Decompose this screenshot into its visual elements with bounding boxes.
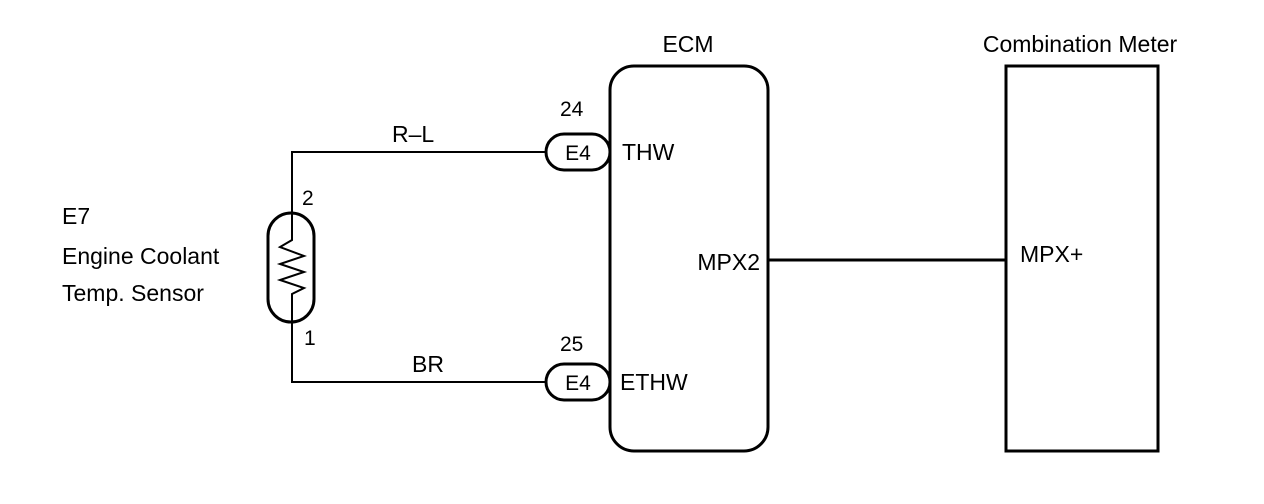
ecm-pin-ethw: ETHW (620, 369, 688, 395)
ecm-pin-mpx2: MPX2 (697, 249, 760, 275)
wire-top-color: R–L (392, 121, 434, 147)
coolant-temp-sensor (266, 211, 316, 324)
sensor-pin-top: 2 (302, 187, 314, 210)
connector-bottom-label: E4 (565, 372, 591, 395)
meter-title: Combination Meter (983, 31, 1178, 57)
connector-top-number: 24 (560, 98, 584, 121)
sensor-code: E7 (62, 203, 90, 229)
sensor-name-line1: Engine Coolant (62, 243, 220, 269)
combination-meter-block (1004, 64, 1160, 453)
ecm-pin-thw: THW (622, 139, 675, 165)
thermistor-icon (276, 213, 308, 322)
meter-pin-mpx: MPX+ (1020, 241, 1083, 267)
wire-bottom-color: BR (412, 351, 444, 377)
wire-bottom (291, 322, 546, 383)
sensor-pin-bottom: 1 (304, 327, 316, 350)
ecm-title: ECM (662, 31, 713, 57)
connector-bottom-number: 25 (560, 333, 583, 356)
connector-top-label: E4 (565, 142, 591, 165)
sensor-name-line2: Temp. Sensor (62, 280, 204, 306)
wire-top (291, 151, 546, 213)
